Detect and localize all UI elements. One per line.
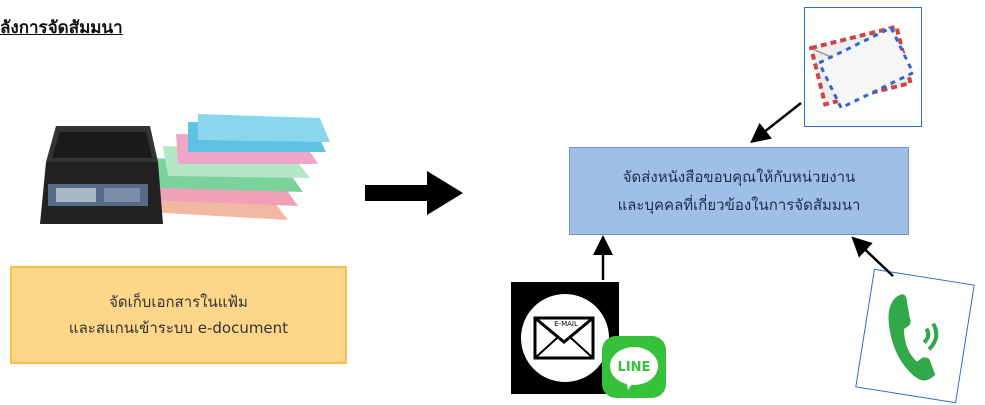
scanner-folders-image	[40, 114, 330, 224]
send-thanks-box: จัดส่งหนังสือขอบคุณให้กับหน่วยงาน และบุค…	[569, 147, 909, 235]
folders-stack	[138, 114, 330, 220]
archive-step-line1: จัดเก็บเอกสารในแฟ้ม	[109, 292, 248, 311]
archive-step-line2: และสแกนเข้าระบบ e-document	[68, 319, 289, 337]
archive-step-box: จัดเก็บเอกสารในแฟ้ม และสแกนเข้าระบบ e-do…	[10, 266, 347, 364]
email-card: E-MAIL	[511, 282, 619, 394]
flow-arrow	[365, 171, 463, 215]
email-icon-label: E-MAIL	[554, 320, 578, 328]
scanner-device	[40, 126, 163, 224]
airmail-envelope-icon	[808, 24, 916, 110]
arrow-envelope-to-box	[750, 102, 802, 144]
phone-card	[855, 268, 975, 404]
send-thanks-line2: และบุคคลที่เกี่ยวข้องในการจัดสัมมนา	[617, 196, 861, 214]
diagram-title: ลังการจัดสัมมนา	[0, 18, 123, 38]
airmail-envelope-card	[804, 7, 922, 127]
send-thanks-line1: จัดส่งหนังสือขอบคุณให้กับหน่วยงาน	[622, 167, 856, 186]
line-app-label: LINE	[618, 360, 651, 375]
email-icon: E-MAIL	[521, 294, 609, 382]
line-app-icon: LINE	[602, 336, 666, 398]
phone-icon	[888, 294, 939, 381]
